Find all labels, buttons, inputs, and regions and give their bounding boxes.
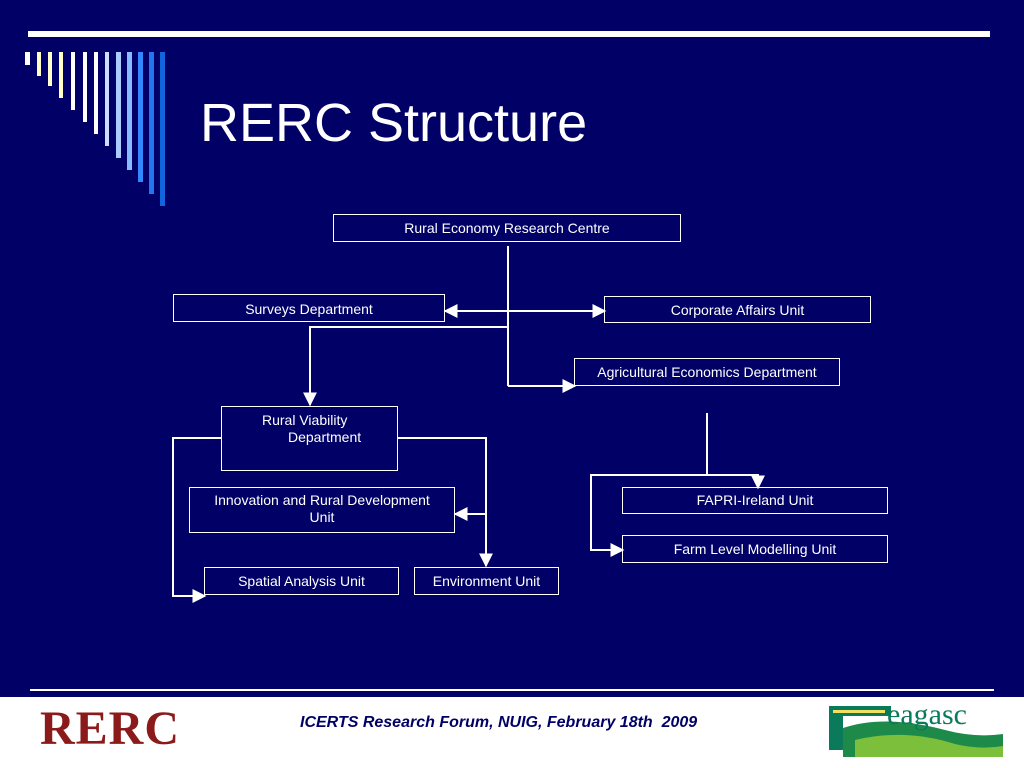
node-farm-level-modelling-unit: Farm Level Modelling Unit <box>622 535 888 563</box>
node-label: Agricultural Economics Department <box>597 364 817 380</box>
node-label: FAPRI-Ireland Unit <box>696 492 814 508</box>
slide-title: RERC Structure <box>200 93 588 153</box>
teagasc-logo: eagasc <box>825 698 1005 757</box>
node-label: Environment Unit <box>432 573 541 589</box>
node-rural-economy-research-centre: Rural Economy Research Centre <box>333 214 681 242</box>
node-corporate-affairs-unit: Corporate Affairs Unit <box>604 296 871 323</box>
teagasc-logo-text: eagasc <box>887 698 967 731</box>
node-label-line2: Unit <box>309 509 335 525</box>
rerc-logo-text: RERC <box>40 702 181 755</box>
top-rule <box>28 31 990 37</box>
node-label-line2: Department <box>288 429 362 445</box>
teagasc-logo-mark <box>829 706 1003 757</box>
node-label: Spatial Analysis Unit <box>238 573 365 589</box>
node-agricultural-economics-department: Agricultural Economics Department <box>574 358 840 386</box>
node-spatial-analysis-unit: Spatial Analysis Unit <box>204 567 399 595</box>
node-environment-unit: Environment Unit <box>414 567 559 595</box>
node-surveys-department: Surveys Department <box>173 294 445 322</box>
rerc-logo: RERC <box>30 700 198 757</box>
node-fapri-ireland-unit: FAPRI-Ireland Unit <box>622 487 888 514</box>
node-rural-viability-department: Rural Viability Department <box>221 406 398 471</box>
footer-rule <box>30 689 994 691</box>
node-label-line1: Rural Viability <box>262 412 348 428</box>
node-label-line1: Innovation and Rural Development <box>214 492 430 508</box>
node-label: Surveys Department <box>245 301 373 317</box>
decorative-stripes <box>25 52 165 206</box>
node-label: Rural Economy Research Centre <box>404 220 610 236</box>
node-innovation-rural-development-unit: Innovation and Rural Development Unit <box>189 487 455 533</box>
footer-caption: ICERTS Research Forum, NUIG, February 18… <box>300 714 698 731</box>
node-label: Corporate Affairs Unit <box>670 302 805 318</box>
node-label: Farm Level Modelling Unit <box>673 541 837 557</box>
